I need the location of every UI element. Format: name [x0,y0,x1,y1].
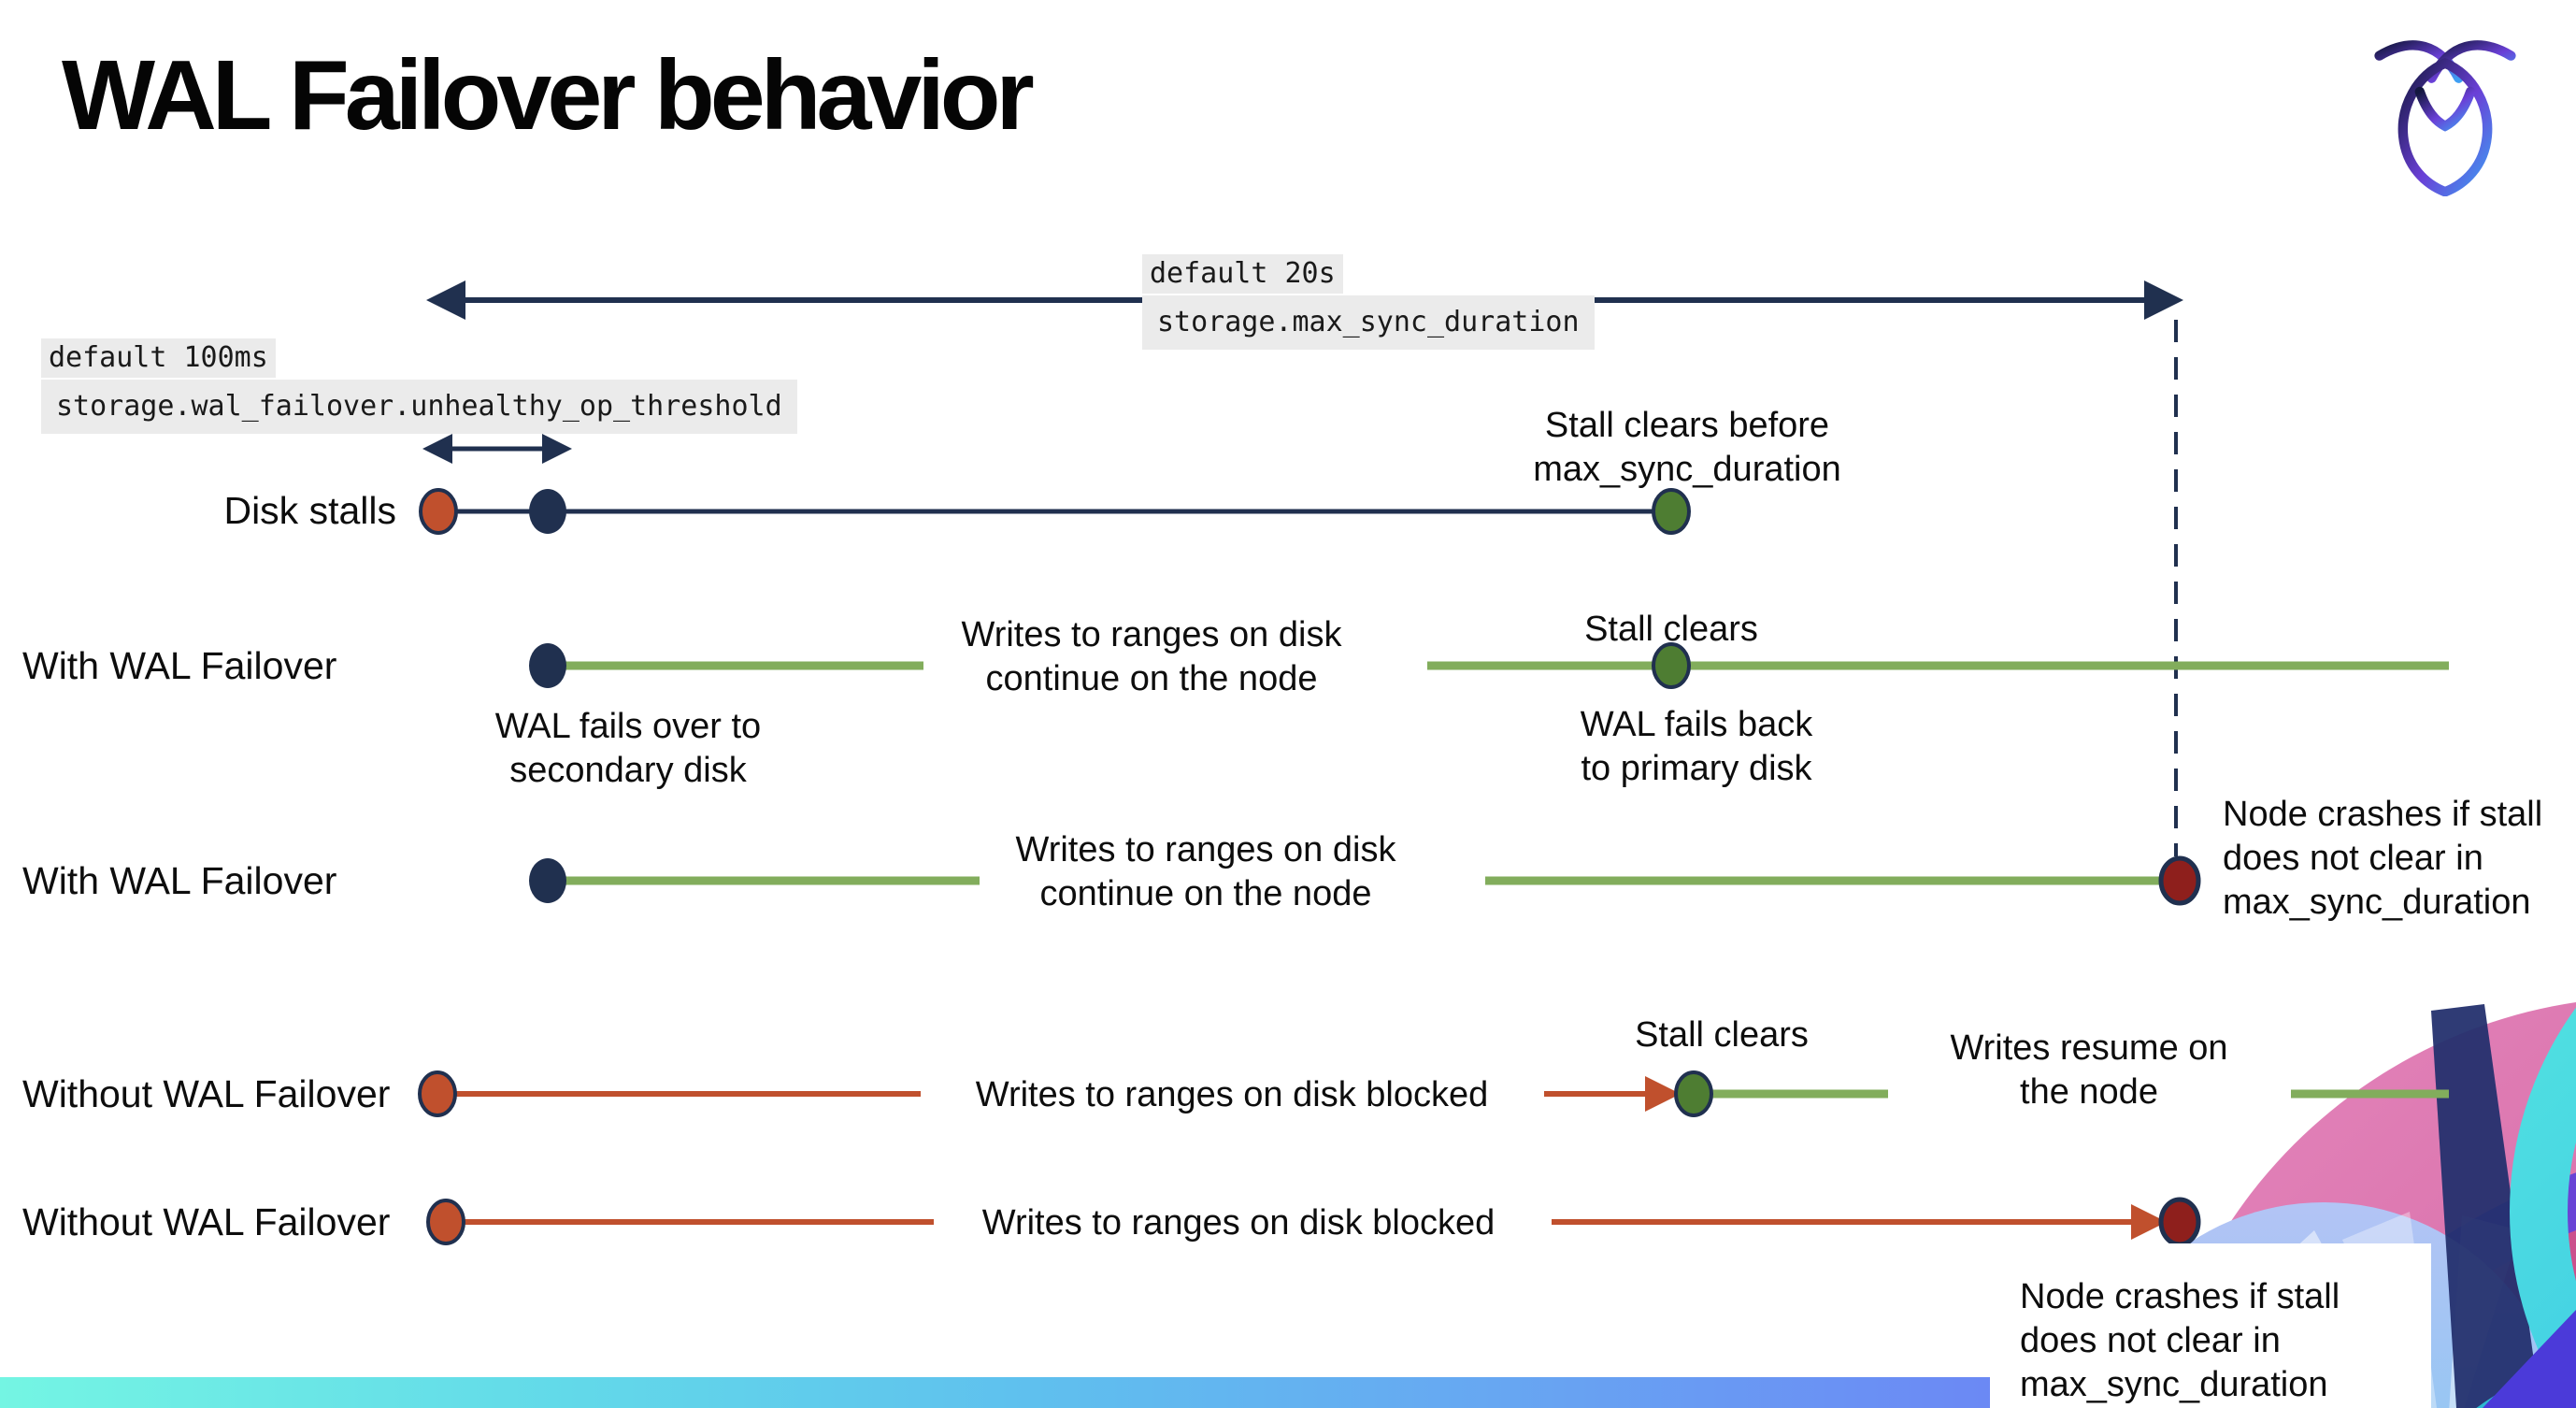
annotation-stall-clears-row4: Stall clears [1635,1015,1809,1055]
annotation-node-crashes-row3: Node crashes if stall does not clear in … [2223,795,2543,922]
unhealthy-default-label: default 100ms [41,338,276,378]
dark-navy-band [2431,1004,2540,1408]
row-with-failover-clears-track [529,642,2449,689]
row-without-failover-clears-track [418,1070,2449,1117]
row-label-with-wal-failover-2: With WAL Failover [22,859,337,902]
row-label-disk-stalls: Disk stalls [223,489,396,532]
failover-dot [529,643,566,688]
stall-start-dot [418,1070,457,1117]
teal-arc-upper [2510,1007,2576,1408]
row-label-without-wal-failover-1: Without WAL Failover [22,1072,391,1115]
unhealthy-op-threshold-arrow [422,434,572,464]
page-title: WAL Failover behavior [62,40,1035,151]
row-disk-stalls-track [419,488,1691,535]
annotation-stall-clears-before: Stall clears before max_sync_duration [1533,406,1841,489]
stall-clears-dot [1674,1070,1713,1117]
stall-clears-dot [1652,642,1691,689]
row-without-failover-crash-track [426,1197,2201,1247]
annotation-node-crashes-row5-box: Node crashes if stall does not clear in … [1990,1243,2431,1408]
cockroachdb-logo-icon [2374,40,2516,196]
row-with-failover-crash-track [529,855,2201,906]
threshold-dot [529,489,566,534]
stall-clears-dot [1652,488,1691,535]
annotation-writes-continue-1: Writes to ranges on disk continue on the… [961,615,1342,698]
max-sync-duration-callout: default 20s storage.max_sync_duration [1142,254,1595,352]
annotation-wal-fails-over: WAL fails over to secondary disk [494,707,762,790]
annotation-writes-blocked-2: Writes to ranges on disk blocked [981,1203,1496,1243]
annotation-node-crashes-row5: Node crashes if stall does not clear in … [2020,1277,2340,1404]
stall-start-dot [426,1199,465,1245]
row-label-with-wal-failover-1: With WAL Failover [22,644,337,687]
failover-dot [529,858,566,903]
annotation-writes-continue-2: Writes to ranges on disk continue on the… [1015,830,1396,913]
unhealthy-setting-name: storage.wal_failover.unhealthy_op_thresh… [49,387,790,426]
annotation-stall-clears-row2: Stall clears [1584,610,1758,649]
unhealthy-op-threshold-callout: default 100ms storage.wal_failover.unhea… [41,338,797,436]
node-crash-dot [2158,855,2201,906]
node-crash-dot [2158,1197,2201,1247]
max-sync-setting-name: storage.max_sync_duration [1150,303,1587,342]
annotation-wal-fails-back: WAL fails back to primary disk [1580,705,1813,788]
stall-start-dot [419,488,458,535]
purple-corner-wedge [2483,1310,2576,1408]
row-label-without-wal-failover-2: Without WAL Failover [22,1200,391,1243]
max-sync-default-label: default 20s [1142,254,1343,294]
annotation-writes-blocked-1: Writes to ranges on disk blocked [975,1075,1489,1114]
annotation-writes-resume: Writes resume on the node [1950,1028,2228,1112]
